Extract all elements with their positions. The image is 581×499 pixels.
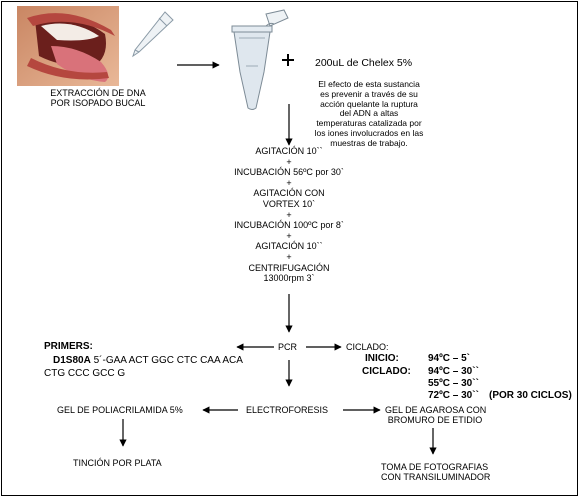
step-line: + — [286, 177, 292, 188]
chelex-desc-line: los iones involucrados en las — [314, 127, 424, 138]
primer-name: D1S80A — [53, 355, 91, 366]
ciclado-title: CICLADO: — [346, 342, 389, 352]
chelex-title: 200uL de Chelex 5% — [315, 57, 413, 69]
step-line: 13000rpm 3` — [263, 273, 315, 284]
step-line: + — [286, 209, 292, 220]
mouth-swab-photo — [17, 6, 119, 86]
primer-line-1: D1S80A 5´-GAA ACT GGC CTC CAA ACA — [53, 355, 243, 366]
agarosa-label-1: GEL DE AGAROSA CON — [385, 405, 487, 415]
procedure-steps: AGITACIÓN 10`` + INCUBACIÓN 56ºC por 30`… — [209, 146, 369, 284]
step-line: AGITACIÓN CON — [253, 188, 325, 199]
cycles-note: (POR 30 CICLOS) — [489, 390, 572, 401]
sample-caption-2: POR ISOPADO BUCAL — [50, 98, 146, 108]
step-line: INCUBACIÓN 100ºC por 8` — [234, 220, 344, 231]
inicio-label: INICIO: — [365, 353, 399, 364]
chelex-description: El efecto de esta sustancia es prevenir … — [300, 79, 438, 149]
step-line: AGITACIÓN 10`` — [255, 241, 323, 252]
eppendorf-tube-icon — [226, 8, 298, 117]
ciclado-label: CICLADO: — [362, 366, 411, 377]
chelex-desc-line: temperaturas catalizada por — [316, 118, 422, 129]
primer-seq-1: 5´-GAA ACT GGC CTC CAA ACA — [90, 355, 243, 366]
cycle-1: 94ºC – 30`` — [428, 366, 479, 377]
chelex-desc-line: es prevenir a través de su — [320, 88, 418, 99]
agarosa-label-2: BROMURO DE ETIDIO — [387, 415, 483, 425]
step-line: + — [286, 156, 292, 167]
pipette-tip-icon — [125, 8, 177, 65]
electro-label: ELECTROFORESIS — [246, 405, 329, 415]
cycle-2: 55ºC – 30`` — [428, 378, 479, 389]
sample-caption-1: EXTRACCIÓN DE DNA — [50, 88, 146, 98]
step-line: VORTEX 10` — [262, 198, 316, 209]
primer-line-2: CTG CCC GCC G — [44, 368, 126, 379]
cycle-3: 72ºC – 30`` — [428, 390, 479, 401]
chelex-desc-line: muestras de trabajo. — [330, 137, 408, 148]
chelex-desc-line: El efecto de esta sustancia — [318, 79, 420, 89]
step-line: + — [286, 230, 292, 241]
foto-label-1: TOMA DE FOTOGRAFIAS — [381, 462, 489, 472]
step-line: AGITACIÓN 10`` — [255, 146, 323, 156]
inicio-value: 94ºC – 5` — [428, 353, 471, 364]
primers-title: PRIMERS: — [44, 341, 93, 352]
step-line: INCUBACIÓN 56ºC por 30` — [234, 167, 344, 178]
chelex-desc-line: del ADN a altas — [339, 108, 399, 119]
poliacrilamida-label: GEL DE POLIACRILAMIDA 5% — [57, 405, 183, 415]
step-line: + — [286, 251, 292, 262]
pcr-label: PCR — [278, 342, 298, 352]
foto-label-2: CON TRANSILUMINADOR — [381, 472, 491, 482]
step-line: CENTRIFUGACIÓN — [248, 262, 330, 273]
tincion-label: TINCIÓN POR PLATA — [73, 458, 162, 468]
chelex-desc-line: acción quelante la ruptura — [320, 98, 418, 109]
